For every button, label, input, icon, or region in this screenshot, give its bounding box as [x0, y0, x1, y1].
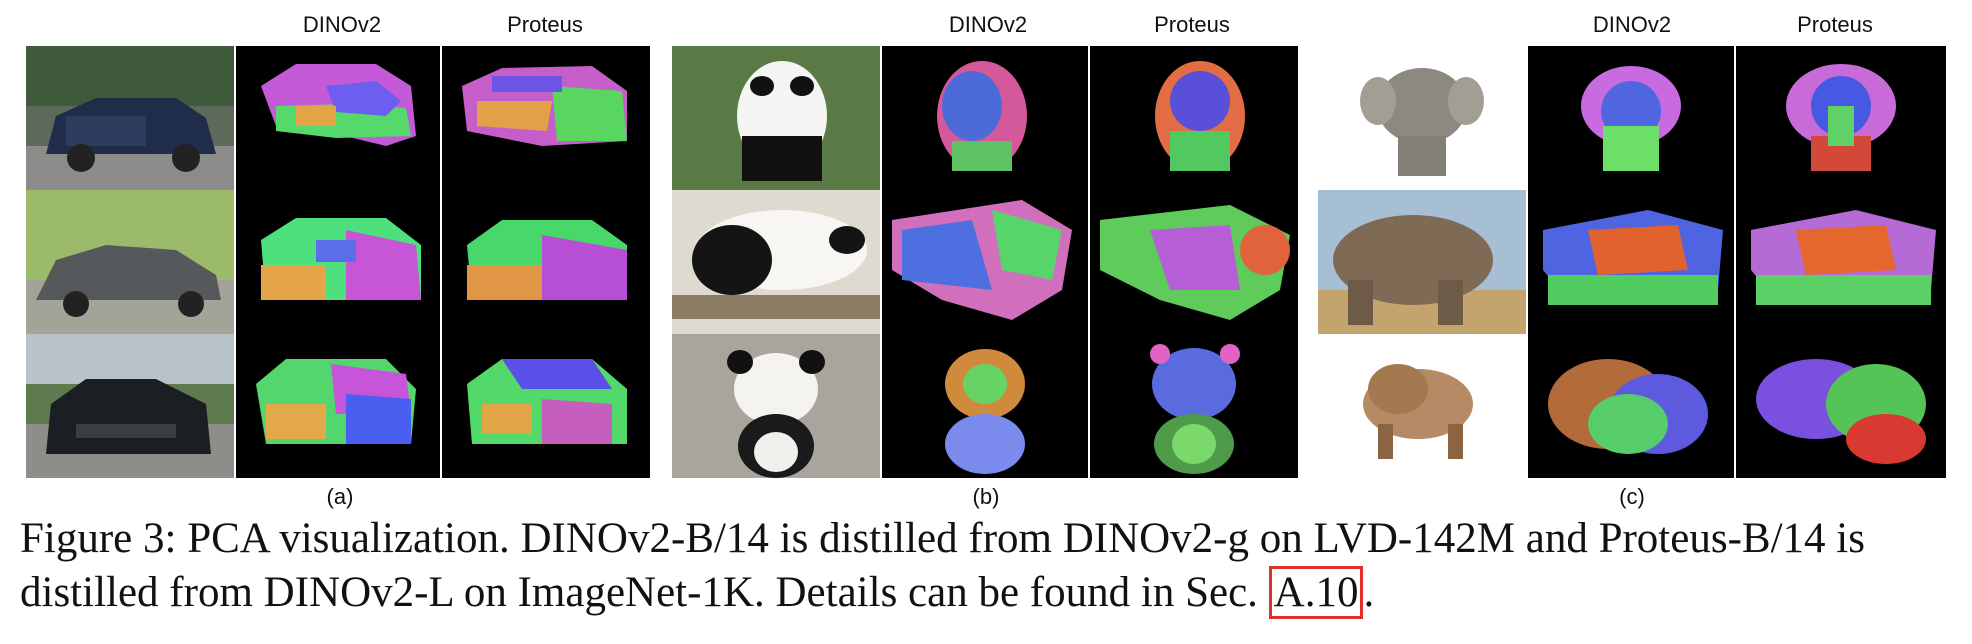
pca-map-dinov2-panda-toy: [882, 334, 1088, 478]
input-image-panda-on-branch: [672, 190, 880, 334]
pca-map-dinov2-elephant-toy: [1528, 46, 1734, 190]
pca-map-proteus-panda-toy: [1090, 334, 1298, 478]
col-header-proteus: Proteus: [1154, 12, 1230, 37]
pca-map-proteus-car-2: [442, 190, 650, 334]
pca-map-proteus-car-3: [442, 334, 650, 478]
subfigure-label-a: (a): [326, 484, 354, 509]
input-image-panda-toy: [672, 334, 880, 478]
input-image-elephant-real: [1318, 190, 1526, 334]
col-header-dinov2: DINOv2: [1592, 12, 1672, 37]
col-header-proteus: Proteus: [1797, 12, 1873, 37]
figure-caption: Figure 3: PCA visualization. DINOv2-B/14…: [20, 512, 1960, 620]
pca-map-dinov2-elephant-wooden: [1528, 334, 1734, 478]
section-reference-link[interactable]: A.10: [1268, 566, 1364, 619]
pca-map-dinov2-car-1: [236, 46, 440, 190]
input-image-car-1: [26, 46, 234, 190]
caption-text: Figure 3: PCA visualization. DINOv2-B/14…: [20, 515, 1865, 616]
pca-map-dinov2-panda-on-branch: [882, 190, 1088, 334]
input-image-car-3: [26, 334, 234, 478]
input-image-elephant-toy: [1318, 46, 1526, 190]
pca-map-proteus-elephant-real: [1736, 190, 1946, 334]
pca-map-dinov2-panda-standing: [882, 46, 1088, 190]
pca-map-dinov2-car-3: [236, 334, 440, 478]
pca-map-proteus-panda-on-branch: [1090, 190, 1298, 334]
subfigure-label-c: (c): [1619, 484, 1645, 509]
pca-map-proteus-elephant-wooden: [1736, 334, 1946, 478]
caption-period: .: [1363, 569, 1375, 616]
pca-map-proteus-car-1: [442, 46, 650, 190]
pca-map-dinov2-car-2: [236, 190, 440, 334]
col-header-proteus: Proteus: [507, 12, 583, 37]
pca-map-dinov2-elephant-real: [1528, 190, 1734, 334]
subfigure-label-b: (b): [972, 484, 1000, 509]
pca-map-proteus-panda-standing: [1090, 46, 1298, 190]
input-image-panda-standing: [672, 46, 880, 190]
col-header-dinov2: DINOv2: [948, 12, 1028, 37]
input-image-elephant-wooden: [1318, 334, 1526, 478]
col-header-dinov2: DINOv2: [302, 12, 382, 37]
input-image-car-2: [26, 190, 234, 334]
pca-map-proteus-elephant-toy: [1736, 46, 1946, 190]
